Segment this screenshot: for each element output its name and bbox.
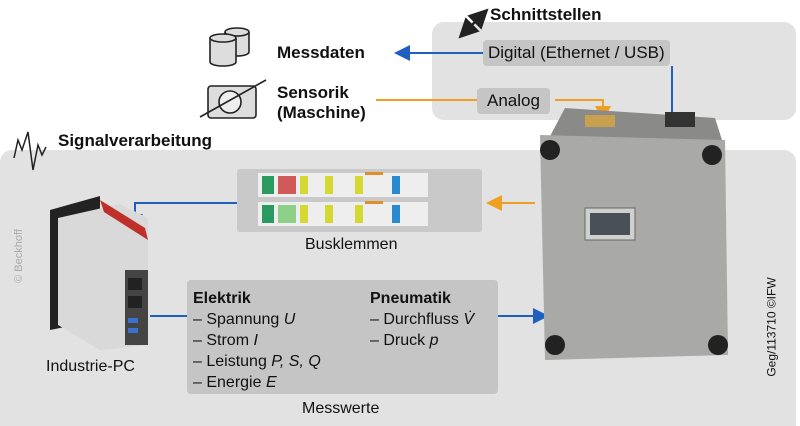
messwerte-label: Messwerte bbox=[302, 400, 380, 417]
industrie-pc-label: Industrie-PC bbox=[46, 358, 135, 375]
industrie-pc-image bbox=[50, 196, 148, 350]
sensorik-line2: (Maschine) bbox=[277, 103, 366, 122]
interface-double-arrow bbox=[458, 8, 489, 39]
schnittstellen-title: Schnittstellen bbox=[490, 5, 602, 24]
list-item: – Druck p bbox=[370, 332, 439, 349]
signal-wave-icon bbox=[13, 131, 47, 171]
digital-interface-label: Digital (Ethernet / USB) bbox=[483, 40, 670, 66]
sensor-icon bbox=[199, 79, 267, 119]
elektrik-group: Elektrik – Spannung U – Strom I – Leistu… bbox=[193, 288, 321, 393]
signalverarbeitung-title: Signalverarbeitung bbox=[58, 131, 212, 150]
list-item: – Durchfluss V̇ bbox=[370, 311, 475, 328]
measurement-case-image bbox=[540, 108, 728, 360]
busklemmen-to-pc-arrow bbox=[127, 202, 237, 230]
messdaten-label: Messdaten bbox=[277, 43, 365, 62]
pneumatik-group: Pneumatik – Durchfluss V̇ – Druck p bbox=[370, 288, 474, 351]
beckhoff-credit: © Beckhoff bbox=[12, 229, 25, 283]
messwerte-box: Elektrik – Spannung U – Strom I – Leistu… bbox=[187, 280, 498, 394]
database-icon bbox=[209, 27, 250, 67]
elektrik-title: Elektrik bbox=[193, 290, 251, 307]
sensorik-label: Sensorik (Maschine) bbox=[277, 83, 366, 123]
list-item: – Energie E bbox=[193, 374, 277, 391]
list-item: – Leistung P, S, Q bbox=[193, 353, 321, 370]
busklemmen-label: Busklemmen bbox=[305, 236, 398, 253]
pneumatik-title: Pneumatik bbox=[370, 290, 451, 307]
copyright-credit: Geg/113710 ©IFW bbox=[764, 277, 779, 377]
analog-interface-label: Analog bbox=[477, 88, 550, 114]
list-item: – Strom I bbox=[193, 332, 258, 349]
sensorik-line1: Sensorik bbox=[277, 83, 349, 102]
list-item: – Spannung U bbox=[193, 311, 296, 328]
busklemmen-image bbox=[237, 169, 482, 232]
